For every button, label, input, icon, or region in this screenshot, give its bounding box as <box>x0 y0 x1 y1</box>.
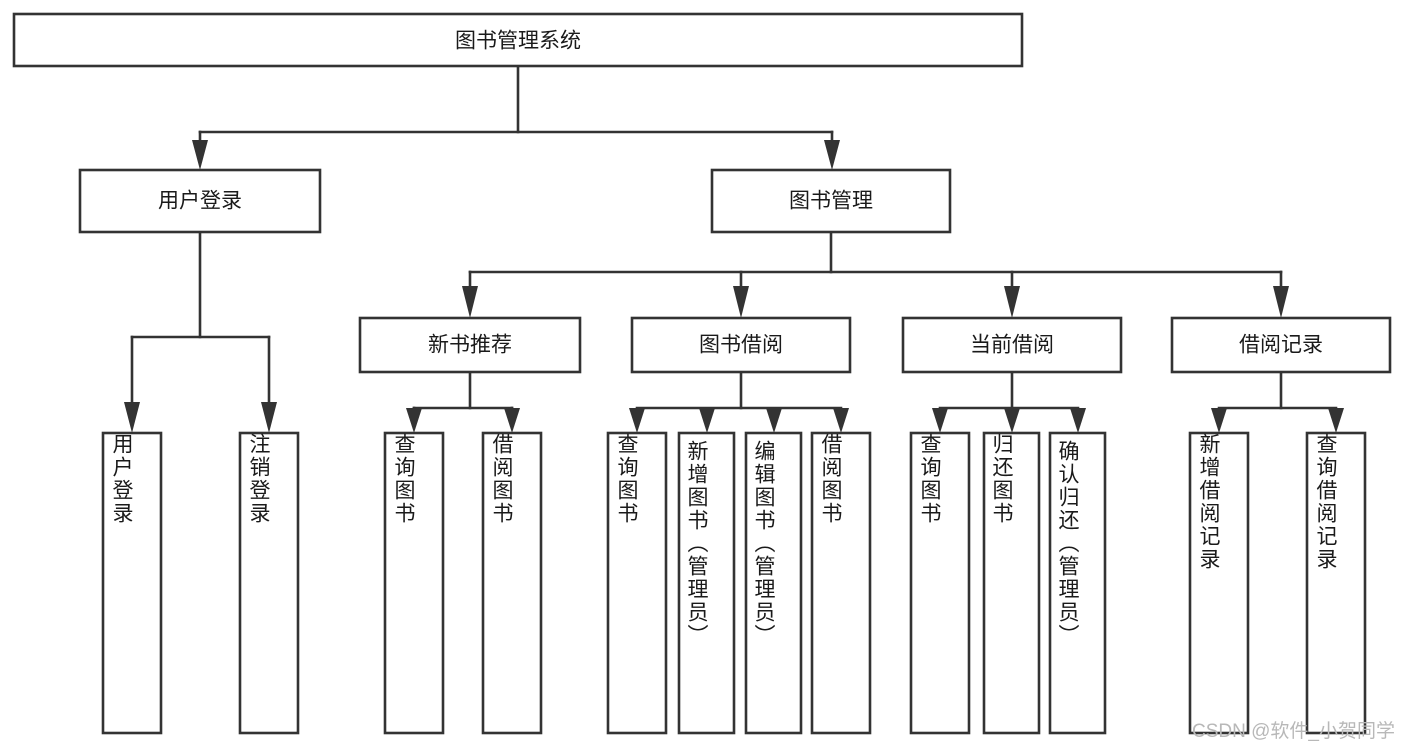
node-root[interactable]: 图书管理系统 <box>12 12 1024 68</box>
node-current-borrow-label: 当前借阅 <box>970 334 1054 357</box>
node-book-borrow[interactable]: 图书借阅 <box>630 316 852 374</box>
node-root-label: 图书管理系统 <box>455 30 581 53</box>
leaf-box-bw-borrow-book[interactable] <box>810 431 872 735</box>
arrow-head-leaf-rec-query <box>1328 408 1344 433</box>
arrow-head-leaf-bw-borrow <box>833 408 849 433</box>
node-borrow-record[interactable]: 借阅记录 <box>1170 316 1392 374</box>
node-book-borrow-label: 图书借阅 <box>699 334 783 357</box>
leaf-box-nb-query-book[interactable] <box>383 431 445 735</box>
leaf-box-rec-query-record[interactable] <box>1305 431 1367 735</box>
node-root-box[interactable] <box>12 12 1024 68</box>
arrow-head-leaf-cur-query <box>932 408 948 433</box>
node-user-login-box[interactable] <box>78 168 322 234</box>
node-new-book-recommend-label: 新书推荐 <box>428 334 512 357</box>
leaf-box-nb-borrow-book[interactable] <box>481 431 543 735</box>
csdn-watermark: CSDN @软件_小贺同学 <box>1192 721 1395 742</box>
leaf-box-cur-return-book[interactable] <box>982 431 1041 735</box>
arrow-head-record <box>1273 286 1289 318</box>
node-borrow-record-label: 借阅记录 <box>1239 334 1323 357</box>
arrow-head-newbook <box>462 286 478 318</box>
arrow-head-borrow <box>733 286 749 318</box>
node-new-book-recommend[interactable]: 新书推荐 <box>358 316 582 374</box>
arrow-head-leaf-nb-query <box>406 408 422 433</box>
leaf-box-bw-add-book[interactable] <box>677 431 736 735</box>
arrow-head-leaf-bw-add <box>699 408 715 433</box>
node-current-borrow[interactable]: 当前借阅 <box>901 316 1123 374</box>
node-user-login[interactable]: 用户登录 <box>78 168 322 234</box>
node-borrow-record-box[interactable] <box>1170 316 1392 374</box>
node-book-management[interactable]: 图书管理 <box>710 168 952 234</box>
node-book-management-box[interactable] <box>710 168 952 234</box>
arrow-head-userlogin <box>192 140 208 170</box>
arrow-head-bookmgmt <box>824 140 840 170</box>
leaf-box-user-logout[interactable] <box>238 431 300 735</box>
arrow-head-leaf-rec-add <box>1211 408 1227 433</box>
leaf-box-cur-confirm-return[interactable] <box>1048 431 1107 735</box>
leaf-box-bw-query-book[interactable] <box>606 431 668 735</box>
connector-layer <box>124 64 1344 433</box>
leaf-box-bw-edit-book[interactable] <box>744 431 803 735</box>
node-user-login-label: 用户登录 <box>158 190 242 213</box>
arrow-head-leaf-bw-query <box>629 408 645 433</box>
node-current-borrow-box[interactable] <box>901 316 1123 374</box>
leaf-box-rec-add-record[interactable] <box>1188 431 1250 735</box>
leaf-node-layer <box>101 431 1367 735</box>
leaf-box-cur-query-book[interactable] <box>909 431 971 735</box>
node-book-borrow-box[interactable] <box>630 316 852 374</box>
arrow-head-leaf-user-logout <box>261 402 277 433</box>
arrow-head-leaf-cur-confirm <box>1070 408 1086 433</box>
node-new-book-recommend-box[interactable] <box>358 316 582 374</box>
node-book-management-label: 图书管理 <box>789 190 873 213</box>
arrow-head-leaf-bw-edit <box>766 408 782 433</box>
arrow-head-current <box>1004 286 1020 318</box>
arrow-head-leaf-cur-return <box>1004 408 1020 433</box>
arrow-head-leaf-nb-borrow <box>504 408 520 433</box>
leaf-box-user-login[interactable] <box>101 431 163 735</box>
arrow-head-leaf-user-login <box>124 402 140 433</box>
